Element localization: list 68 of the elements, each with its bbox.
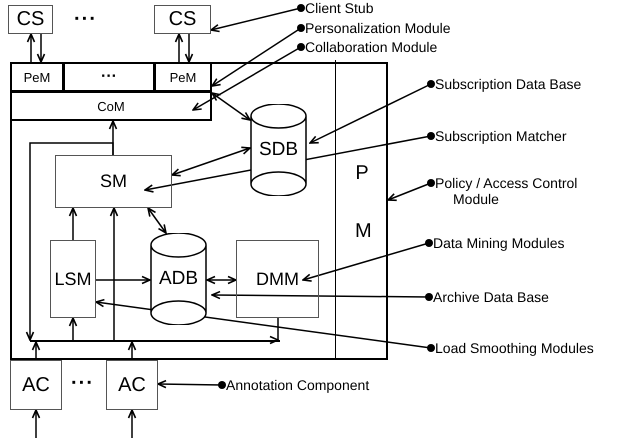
arrow	[96, 276, 151, 284]
callout-label: Client Stub	[301, 0, 374, 16]
box-label: PeM	[24, 70, 50, 84]
ellipsis-label: ···	[71, 372, 94, 395]
database-cylinder	[250, 104, 307, 196]
arrow	[128, 341, 136, 360]
arrow	[26, 33, 36, 62]
arrow	[68, 207, 78, 240]
leader-line	[211, 290, 433, 301]
callout-label: Subscription Data Base	[431, 76, 582, 92]
arrow	[174, 33, 184, 62]
callout-label: Archive Data Base	[429, 289, 549, 305]
box-label: ADB	[158, 268, 198, 290]
module-box	[10, 91, 212, 121]
module-box	[8, 5, 53, 34]
box-label: SM	[100, 171, 127, 192]
arrow	[211, 92, 251, 121]
leader-line	[210, 4, 305, 32]
box-label: DMM	[256, 268, 299, 290]
box-label: AC	[118, 374, 146, 396]
leader-line	[144, 132, 435, 193]
module-box	[106, 360, 158, 410]
box-label: CS	[168, 8, 196, 31]
leader-line	[192, 43, 305, 111]
module-box	[236, 240, 319, 318]
callout-label: Collaboration Module	[301, 39, 438, 55]
leader-line	[309, 80, 435, 144]
module-box	[63, 62, 155, 92]
arrow	[184, 34, 194, 63]
arrow	[32, 409, 40, 438]
callout-label: Personalization Module	[301, 20, 451, 36]
module-box	[154, 62, 212, 92]
bus-line	[30, 340, 280, 342]
callout-label: Policy / Access Control Module	[431, 175, 611, 209]
box-label: SDB	[258, 139, 298, 161]
leader-line	[95, 298, 435, 352]
callout-label: Load Smoothing Modules	[431, 340, 594, 356]
ellipsis-label: ···	[74, 8, 97, 31]
leader-line	[211, 24, 305, 87]
box-label: CoM	[97, 98, 125, 114]
arrow	[36, 34, 46, 63]
callout-label: Subscription Matcher	[431, 128, 567, 144]
leader-line	[302, 239, 433, 282]
callout-label: Data Mining Modules	[429, 235, 565, 251]
arrow	[26, 142, 114, 341]
module-box	[50, 240, 96, 318]
system-boundary-box	[10, 62, 388, 360]
box-label: LSM	[54, 268, 92, 290]
arrow	[147, 207, 167, 234]
arrow	[206, 276, 237, 284]
arrow	[32, 341, 40, 360]
arrow	[68, 317, 78, 340]
module-box	[55, 155, 172, 208]
arrow	[128, 409, 136, 438]
box-label: PeM	[170, 70, 196, 84]
callout-label: Annotation Component	[222, 377, 370, 393]
leader-line	[387, 179, 435, 202]
database-cylinder	[150, 233, 207, 325]
leader-line	[157, 380, 226, 389]
module-box	[10, 62, 64, 92]
box-label: AC	[22, 374, 50, 396]
box-label: CS	[16, 8, 44, 31]
arrow	[171, 146, 251, 176]
module-box	[10, 360, 62, 410]
box-label: ···	[101, 68, 117, 86]
box-label: P M	[355, 161, 369, 244]
module-box	[154, 5, 211, 34]
arrow	[110, 207, 118, 340]
